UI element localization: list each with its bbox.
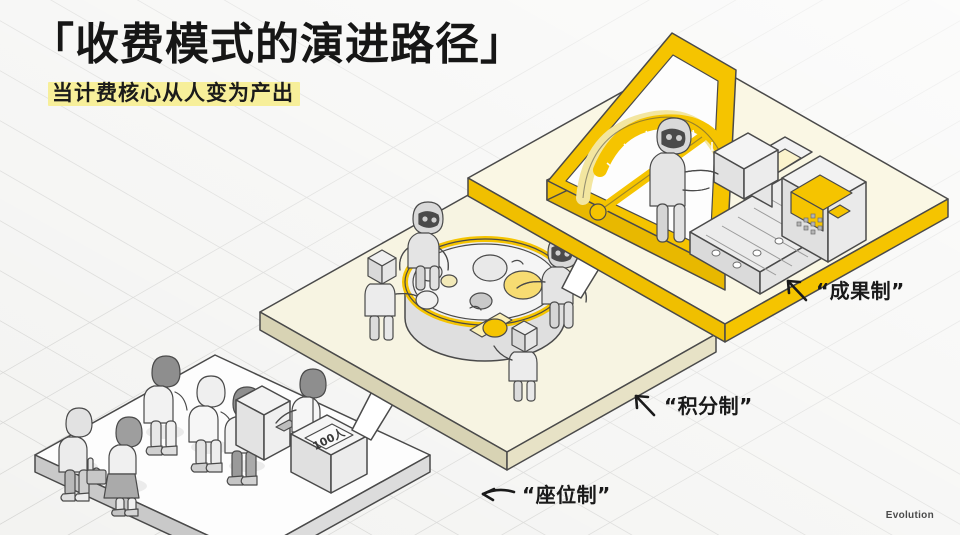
person-with-briefcase <box>58 407 107 502</box>
worker-box-front <box>469 312 538 402</box>
points-round-table <box>402 236 568 362</box>
queue-people-group <box>58 355 279 517</box>
callout-outcome: “成果制” <box>780 274 905 304</box>
arrow-up-left-icon <box>634 394 656 417</box>
arrow-up-left-icon <box>786 279 808 302</box>
callout-seat-label: “座位制” <box>522 483 611 507</box>
callout-points-label: “积分制” <box>664 393 753 418</box>
callout-seat: “座位制” <box>478 479 611 508</box>
person-in-skirt <box>103 416 147 517</box>
page-subtitle: 当计费核心从人变为产出 <box>52 81 294 106</box>
subtitle-wrapper: 当计费核心从人变为产出 <box>48 77 300 107</box>
page-title: 「收费模式的演进路径」 <box>30 19 525 70</box>
callout-outcome-label: “成果制” <box>816 278 905 303</box>
person-tall <box>143 355 188 456</box>
person-fourth <box>188 375 234 473</box>
title-block: 「收费模式的演进路径」 当计费核心从人变为产出 <box>30 19 525 107</box>
callout-points: “积分制” <box>628 389 753 419</box>
token <box>440 274 458 288</box>
outcome-production-line <box>649 117 867 295</box>
footer-note: Evolution <box>885 510 934 521</box>
reception-desk-group: 100人 <box>235 368 368 494</box>
robot-conveyor-worker <box>649 117 719 243</box>
subtitle-highlight <box>48 82 300 107</box>
token <box>472 254 508 282</box>
worker-box-left <box>364 249 439 341</box>
robot-back-left <box>399 201 449 291</box>
arrow-left-icon <box>481 487 516 501</box>
robots-group <box>364 201 587 402</box>
